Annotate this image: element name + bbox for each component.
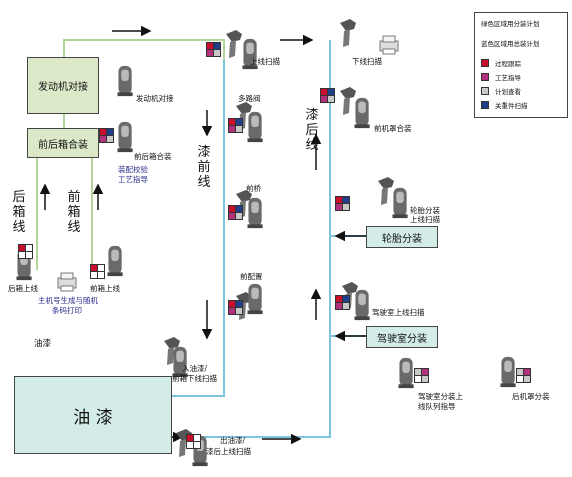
scan-terminal-icon [117, 65, 133, 97]
label-upline-scan-top: 上线扫描 [250, 57, 280, 66]
label-tire-scan-1: 轮胎分装 [410, 206, 440, 215]
scan-terminal-icon [247, 197, 263, 229]
printer-icon [379, 35, 399, 55]
label-paint-small: 油漆 [34, 339, 52, 349]
status-flags-icon [99, 128, 114, 143]
scan-terminal-icon [107, 245, 123, 277]
status-flags-icon [228, 118, 243, 133]
label-front-axle-up: 前箱上线 [90, 284, 120, 293]
label-cab-sub-guide-2: 线队列指导 [418, 402, 456, 411]
label-cab-scan: 驾驶室上线扫描 [372, 308, 425, 317]
front-rear-axle-box: 前后箱合装 [27, 128, 99, 158]
label-pre-paint-offline: 前箱下线扫描 [172, 374, 217, 383]
label-multi-valve: 多路阀 [238, 94, 261, 103]
label-engine-dock-scan: 发动机对接 [136, 94, 174, 103]
label-exit-paint: 出油漆/ [220, 436, 246, 445]
label-offline-scan: 下线扫描 [352, 57, 382, 66]
scan-terminal-icon [354, 289, 370, 321]
status-flags-icon [186, 434, 201, 449]
legend-swatch [481, 101, 489, 109]
legend-item-tracking: 过程跟踪 [481, 58, 521, 68]
legend-blue-plan: 蓝色区域用总装计划 [481, 40, 540, 48]
cab-sub-box: 驾驶室分装 [366, 326, 438, 348]
scan-terminal-icon [354, 97, 370, 129]
status-flags-icon [335, 196, 350, 211]
blue-line-pre-paint [170, 60, 225, 397]
label-front-rear-axle-scan: 前后箱合装 [134, 152, 172, 161]
post-paint-line-label: 漆后线 [305, 108, 319, 153]
handheld-scanner-icon [340, 19, 356, 47]
legend-label: 计划查看 [495, 88, 521, 96]
legend-label: 工艺指导 [495, 74, 521, 82]
tire-sub-box: 轮胎分装 [366, 226, 438, 248]
label-host-no-2: 条码打印 [52, 306, 82, 315]
legend-item-plan: 计划查看 [481, 86, 521, 96]
label-post-paint-upline: 漆后上线扫描 [206, 447, 251, 456]
green-line-top [63, 39, 225, 60]
rear-axle-line-label: 后箱线 [12, 190, 26, 235]
label-assembly-check: 装配校验 [118, 165, 148, 174]
status-flags-icon [18, 244, 33, 259]
legend-swatch [481, 73, 489, 81]
status-flags-icon [206, 42, 221, 57]
engine-dock-box: 发动机对接 [27, 57, 99, 114]
legend-swatch [481, 59, 489, 67]
legend-swatch [481, 87, 489, 95]
paint-box: 油 漆 [14, 376, 172, 454]
status-flags-icon [228, 205, 243, 220]
scan-terminal-icon [117, 121, 133, 153]
status-flags-icon [414, 368, 429, 383]
label-tire-scan-2: 上线扫描 [410, 215, 440, 224]
legend-label: 过程跟踪 [495, 60, 521, 68]
status-flags-icon [90, 264, 105, 279]
pre-paint-line-label: 漆前线 [197, 145, 211, 190]
label-front-bridge: 前桥 [246, 184, 261, 193]
scan-terminal-icon [247, 111, 263, 143]
legend-item-key-parts: 关重件扫描 [481, 100, 528, 110]
status-flags-icon [516, 368, 531, 383]
legend-item-guide: 工艺指导 [481, 72, 521, 82]
printer-icon [57, 272, 77, 292]
label-enter-paint: 入油漆/ [182, 364, 208, 373]
status-flags-icon [335, 295, 350, 310]
front-axle-line-label: 前箱线 [67, 190, 81, 235]
status-flags-icon [320, 88, 335, 103]
label-cab-sub-guide-1: 驾驶室分装上 [418, 392, 463, 401]
legend-label: 关重件扫描 [495, 102, 528, 110]
label-rear-hood: 后机罩分装 [512, 392, 550, 401]
label-host-no-1: 主机号生成与随机 [38, 296, 98, 305]
blue-line-post-paint [170, 40, 331, 438]
status-flags-icon [228, 300, 243, 315]
label-rear-axle-up: 后箱上线 [8, 284, 38, 293]
label-process-guide: 工艺指导 [118, 175, 148, 184]
label-front-hood: 前机罩合装 [374, 124, 412, 133]
label-front-config: 前配置 [240, 272, 263, 281]
scan-terminal-icon [247, 283, 263, 315]
legend-green-plan: 绿色区域用分装计划 [481, 20, 540, 28]
scan-terminal-icon [392, 187, 408, 219]
legend: 绿色区域用分装计划 蓝色区域用总装计划 过程跟踪 工艺指导 计划查看 关重件扫描 [474, 12, 568, 118]
